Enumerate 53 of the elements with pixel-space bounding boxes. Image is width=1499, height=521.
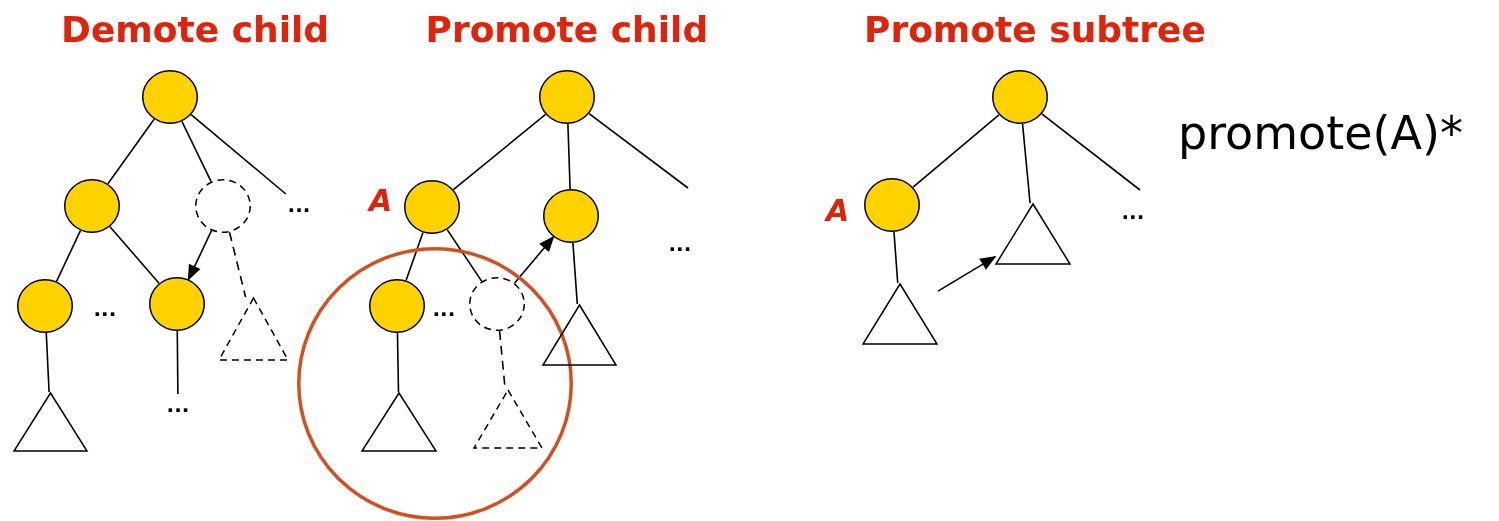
tree-edge	[181, 120, 212, 183]
tree-node-circle	[369, 279, 425, 333]
dashed-tree-edge	[228, 231, 247, 298]
subtree-triangle	[13, 392, 88, 452]
ellipsis-text: ...	[668, 234, 692, 254]
dashed-tree-node-circle	[195, 179, 251, 233]
node-letter: A	[369, 186, 393, 216]
tree-edge	[452, 113, 547, 191]
tree-node-circle	[539, 70, 595, 124]
tree-edge	[893, 231, 899, 284]
arrow	[937, 256, 997, 292]
highlight-circle	[297, 247, 573, 520]
title-text: Demote child	[61, 12, 330, 48]
tree-edge	[107, 118, 155, 185]
tree-edge	[1041, 113, 1141, 191]
title-text: Promote child	[425, 12, 709, 48]
tree-node-circle	[149, 277, 205, 331]
ellipsis-text: ...	[1121, 202, 1145, 222]
ellipsis-text: ...	[432, 299, 456, 319]
tree-edge	[572, 242, 579, 305]
dashed-tree-node-circle	[469, 277, 525, 331]
arrow	[187, 229, 213, 281]
arrow	[513, 235, 555, 284]
tree-edge	[1021, 123, 1031, 204]
tree-edge	[588, 112, 689, 189]
tree-node-circle	[142, 70, 198, 124]
subtree-triangle	[862, 283, 938, 345]
tree-edge	[55, 229, 82, 283]
tree-node-circle	[17, 279, 73, 333]
ellipsis-text: ...	[161, 394, 195, 416]
subtree-triangle	[995, 203, 1071, 265]
subtree-triangle	[542, 304, 617, 366]
ellipsis-text: ...	[282, 194, 316, 216]
tree-node-circle	[64, 179, 120, 233]
tree-edge	[190, 113, 287, 195]
tree-edge	[567, 123, 571, 190]
tree-edge	[176, 330, 179, 395]
tree-edge	[405, 231, 424, 282]
tree-node-circle	[992, 70, 1048, 124]
tree-edge	[45, 332, 50, 393]
subtree-triangle	[361, 392, 437, 452]
tree-edge	[446, 228, 483, 283]
dashed-subtree-triangle	[473, 389, 543, 449]
title-text: Promote subtree	[864, 12, 1206, 48]
node-letter: A	[826, 196, 850, 226]
tree-node-circle	[404, 180, 460, 234]
dashed-subtree-triangle	[218, 297, 289, 361]
tree-node-circle	[543, 189, 599, 243]
tree-edge	[912, 114, 1000, 188]
tree-edge	[396, 332, 400, 393]
tree-node-circle	[864, 178, 920, 232]
ellipsis-text: ...	[93, 299, 117, 319]
tree-edge	[109, 225, 160, 285]
